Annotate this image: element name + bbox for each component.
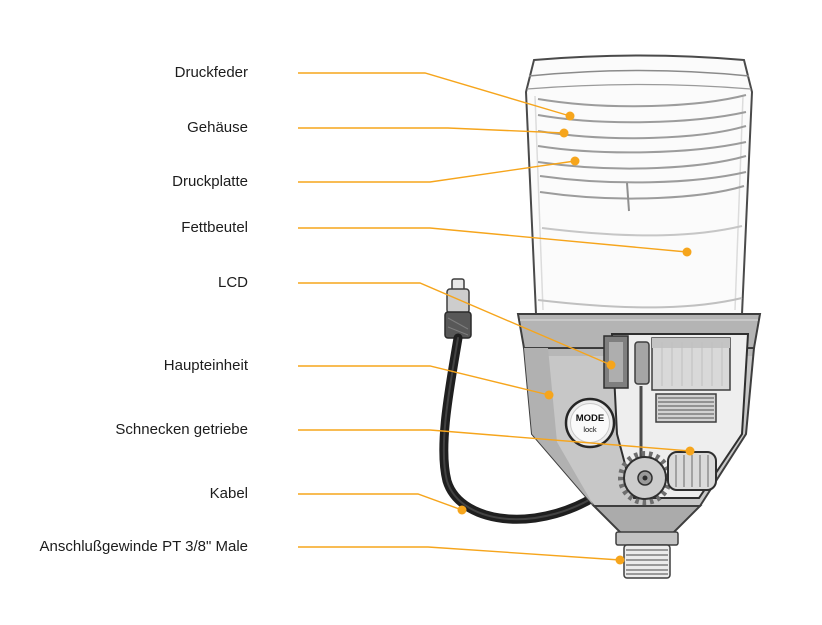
leader-line-schneckengetriebe [298,429,691,452]
grease-bag-area [537,225,743,309]
label-haupteinheit: Haupteinheit [163,357,248,374]
callout-dot-haupteinheit [544,390,554,400]
mode-button-text: MODE [576,413,605,424]
drive-cylinder [634,341,650,385]
callout-dot-gehaeuse [559,128,569,138]
motor-block [651,337,731,391]
lid-ridge [528,69,750,77]
leader-line-lcd [298,282,612,366]
leader-line-druckfeder [298,72,571,117]
thread-grooves [626,549,668,575]
label-schneckengetriebe: Schnecken getriebe [115,421,248,438]
callout-dot-kabel [457,505,467,515]
label-druckplatte: Druckplatte [172,173,248,190]
mode-lock-button: MODE lock [564,397,616,449]
lock-button-text: lock [583,425,597,434]
leader-line-kabel [298,493,463,511]
leader-line-druckplatte [298,160,576,183]
leader-line-fettbeutel [298,227,688,253]
plug-grip-hatch [447,317,469,336]
leader-lines [298,72,691,561]
leader-line-anschlussgewinde [298,546,621,561]
leader-line-gehaeuse [298,127,565,134]
callout-dot-fettbeutel [682,247,692,257]
canister-housing [524,54,754,315]
cable-highlight [442,337,595,521]
cable-assembly [439,278,599,524]
callout-dot-druckfeder [565,111,575,121]
lcd-display [603,335,629,389]
plug-barrel [446,288,470,314]
callout-dot-druckplatte [570,156,580,166]
cutaway-panel [610,333,750,505]
label-anschlussgewinde: Anschlußgewinde PT 3/8" Male [39,538,249,555]
label-lcd: LCD [217,274,248,291]
worm-cylinder [667,451,717,491]
outlet-funnel [591,505,703,535]
gear-stack [655,393,717,423]
label-kabel: Kabel [209,485,248,502]
canister-outline [524,54,754,315]
callout-dots [457,111,695,565]
lid-ridge-2 [526,83,752,90]
hex-flange [615,531,679,546]
thread-connector [615,531,679,579]
callout-dot-anschlussgewinde [615,555,625,565]
callout-dot-lcd [606,360,616,370]
label-fettbeutel: Fettbeutel [181,219,248,236]
label-druckfeder: Druckfeder [174,64,248,81]
label-gehaeuse: Gehäuse [187,119,248,136]
leader-line-haupteinheit [298,365,550,396]
callout-dot-schneckengetriebe [685,446,695,456]
wall-highlight-right [734,95,744,311]
